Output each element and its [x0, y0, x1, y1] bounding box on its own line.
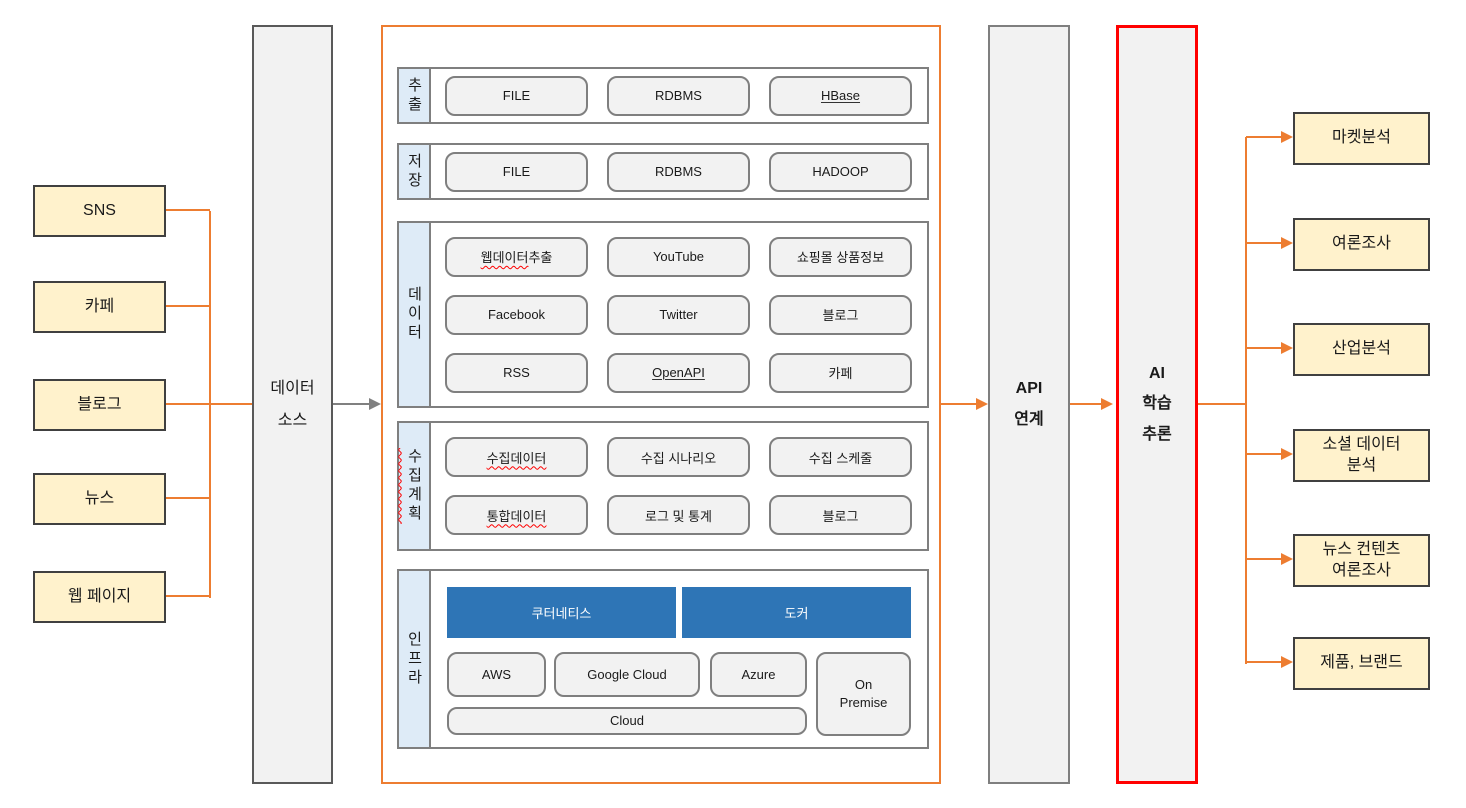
output-box-1: 마켓분석	[1293, 112, 1430, 165]
row-items-data: 웹데이터 추출 YouTube 쇼핑몰 상품정보 Facebook Twitter 블로그…	[431, 223, 927, 406]
pipeline-item: YouTube	[607, 236, 750, 277]
ai-inference-box: AI 학습 추론	[1116, 25, 1198, 784]
orange-arrowhead-icon	[1281, 448, 1293, 460]
output-box-4: 소셜 데이터 분석	[1293, 429, 1430, 482]
output-branch-line	[1246, 347, 1281, 349]
output-box-5: 뉴스 컨텐츠 여론조사	[1293, 534, 1430, 587]
output-branch-line	[1246, 136, 1281, 138]
pipeline-item: RDBMS	[607, 75, 750, 116]
pipeline-row-extract: 추출 FILE RDBMS HBase	[397, 67, 929, 124]
cloud-provider-azure: Azure	[710, 652, 807, 697]
pipeline-item: 수집 시나리오	[607, 437, 750, 477]
misspelled-text: 수집데이터	[486, 450, 547, 466]
misspelled-text: 웹데이터	[480, 250, 529, 265]
pipeline-item: 수집 스케줄	[769, 437, 912, 477]
pipeline-item: 블로그	[769, 495, 912, 535]
pipeline-item: FILE	[445, 75, 588, 116]
pipeline-item: RDBMS	[607, 151, 750, 192]
row-label-infra: 인프라	[399, 571, 431, 747]
output-box-6: 제품, 브랜드	[1293, 637, 1430, 690]
api-to-ai-line	[1070, 403, 1101, 405]
row-label-data: 데이터	[399, 223, 431, 406]
pipeline-item: 로그 및 통계	[607, 495, 750, 535]
pipeline-row-store: 저장 FILE RDBMS HADOOP	[397, 143, 929, 200]
gray-arrowhead-icon	[369, 398, 381, 410]
misspelled-text: OpenAPI	[652, 365, 705, 380]
cloud-provider-google-cloud: Google Cloud	[554, 652, 700, 697]
pipeline-item: 블로그	[769, 294, 912, 335]
orange-arrowhead-icon	[1281, 131, 1293, 143]
label-text: 추출	[528, 250, 553, 265]
pipeline-item: 수집데이터	[445, 437, 588, 477]
pipeline-item: RSS	[445, 352, 588, 393]
on-premise-box: On Premise	[816, 652, 911, 736]
source-box-4: 뉴스	[33, 473, 166, 525]
orange-arrowhead-icon	[1281, 342, 1293, 354]
row-label-store: 저장	[399, 145, 431, 198]
source-connector-line	[166, 305, 210, 307]
source-connector-line	[166, 497, 210, 499]
source-box-3: 블로그	[33, 379, 166, 431]
source-box-5: 웹 페이지	[33, 571, 166, 623]
row-items-line: FILE RDBMS HADOOP	[445, 151, 912, 192]
pipeline-item: OpenAPI	[607, 352, 750, 393]
pipeline-to-api-line	[941, 403, 976, 405]
cloud-bar: Cloud	[447, 707, 807, 735]
source-connector-line	[166, 209, 210, 211]
row-items-line: Facebook Twitter 블로그	[445, 294, 912, 335]
orange-arrowhead-icon	[1281, 237, 1293, 249]
pipeline-item: Twitter	[607, 294, 750, 335]
pipeline-item: Facebook	[445, 294, 588, 335]
container-box-kubernetes: 쿠터네티스	[447, 587, 676, 638]
pipeline-item: HADOOP	[769, 151, 912, 192]
source-bus-line	[209, 211, 211, 598]
orange-arrowhead-icon	[1281, 656, 1293, 668]
output-branch-line	[1246, 242, 1281, 244]
row-label-extract: 추출	[399, 69, 431, 122]
orange-arrowhead-icon	[1281, 553, 1293, 565]
row-items-line: FILE RDBMS HBase	[445, 75, 912, 116]
output-branch-line	[1246, 558, 1281, 560]
output-branch-line	[1246, 661, 1281, 663]
output-box-2: 여론조사	[1293, 218, 1430, 271]
misspelled-text: 통합데이터	[486, 508, 547, 524]
pipeline-row-data: 데이터 웹데이터 추출 YouTube 쇼핑몰 상품정보 Facebook Twitter…	[397, 221, 929, 408]
data-source-box: 데이터 소스	[252, 25, 333, 784]
orange-arrowhead-icon	[1101, 398, 1113, 410]
output-box-3: 산업분석	[1293, 323, 1430, 376]
ai-to-outputs-line	[1198, 403, 1247, 405]
row-items-line: 웹데이터 추출 YouTube 쇼핑몰 상품정보	[445, 236, 912, 277]
cloud-provider-aws: AWS	[447, 652, 546, 697]
row-items-store: FILE RDBMS HADOOP	[431, 145, 927, 198]
output-branch-line	[1246, 453, 1281, 455]
pipeline-item: 웹데이터 추출	[445, 236, 588, 277]
row-items-line: 통합데이터 로그 및 통계 블로그	[445, 495, 912, 535]
output-bus-line	[1245, 137, 1247, 664]
row-items-line: RSS OpenAPI 카페	[445, 352, 912, 393]
source-box-1: SNS	[33, 185, 166, 237]
container-box-docker: 도커	[682, 587, 911, 638]
pipeline-item: FILE	[445, 151, 588, 192]
row-items-extract: FILE RDBMS HBase	[431, 69, 927, 122]
orange-arrowhead-icon	[976, 398, 988, 410]
source-box-2: 카페	[33, 281, 166, 333]
pipeline-item: 카페	[769, 352, 912, 393]
api-link-box: API 연계	[988, 25, 1070, 784]
pipeline-item: 통합데이터	[445, 495, 588, 535]
datasource-to-pipeline-line	[333, 403, 369, 405]
source-connector-line	[166, 595, 210, 597]
row-items-line: 수집데이터 수집 시나리오 수집 스케줄	[445, 437, 912, 477]
pipeline-item: 쇼핑몰 상품정보	[769, 236, 912, 277]
pipeline-item: HBase	[769, 75, 912, 116]
misspelled-text: HBase	[820, 88, 861, 103]
row-label-collection-plan: 수집계획	[399, 423, 431, 549]
